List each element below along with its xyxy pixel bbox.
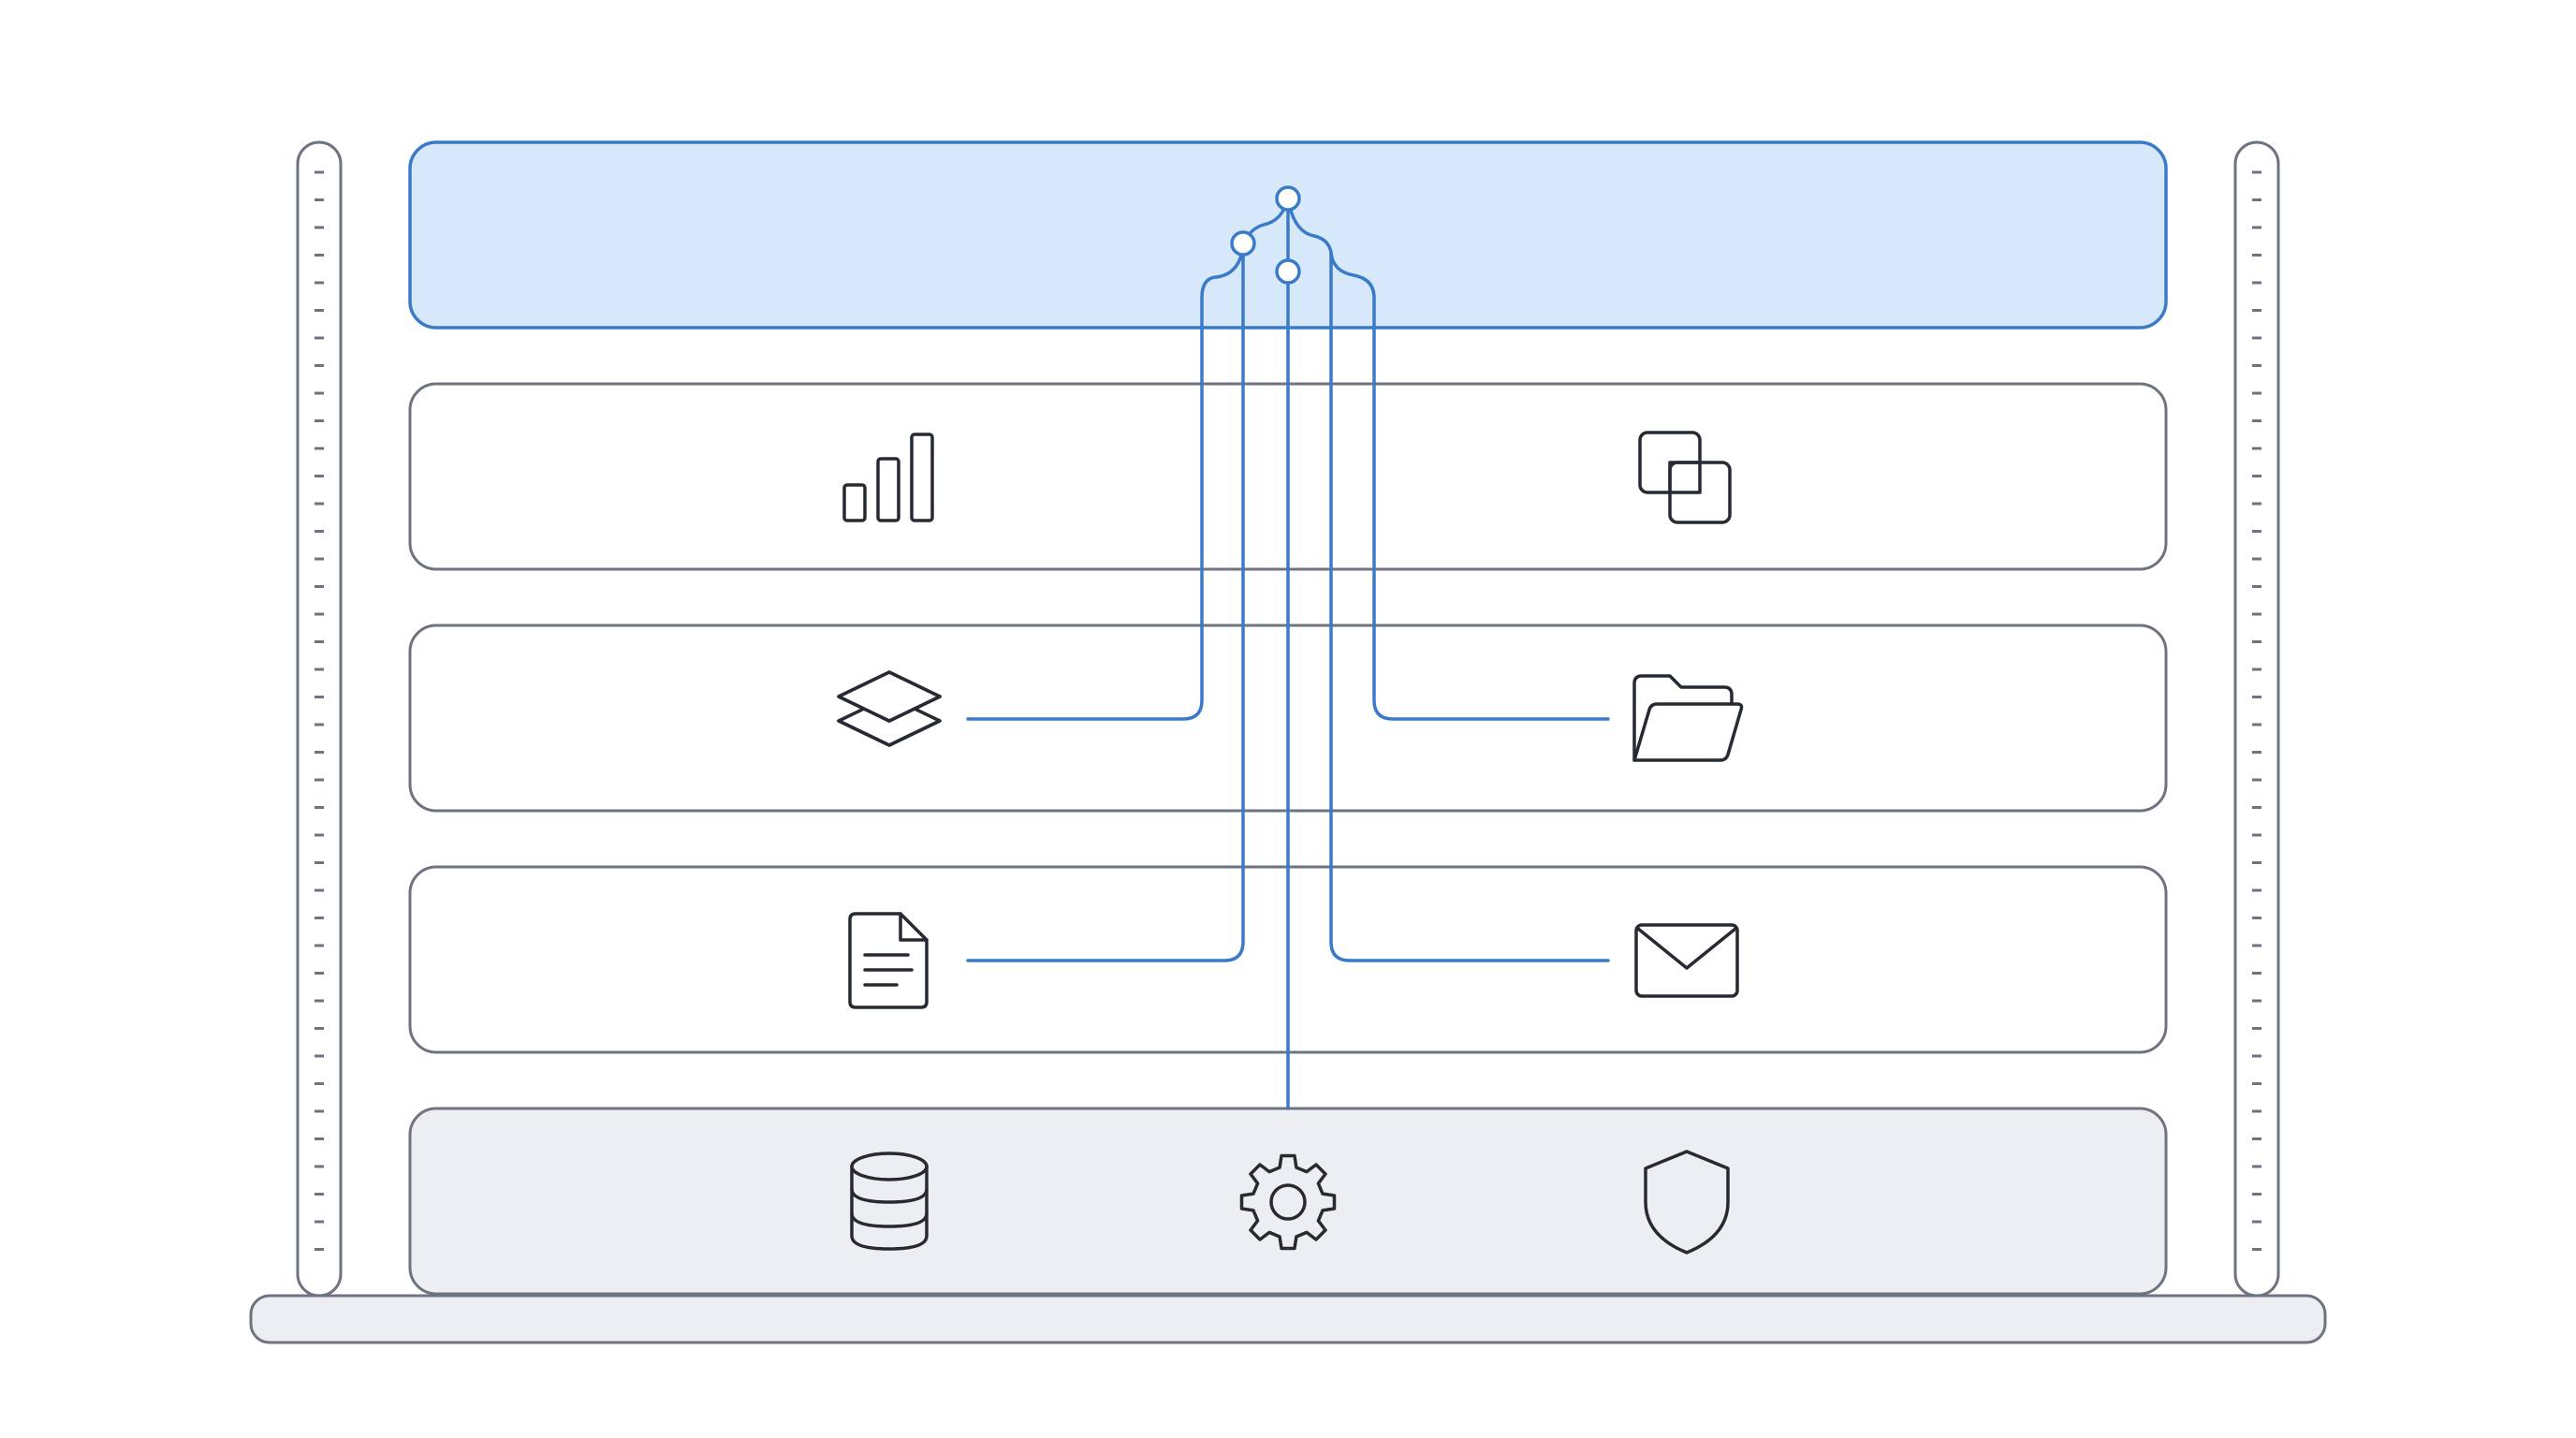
connector-lines	[966, 197, 1610, 1110]
connector-folder	[1329, 251, 1610, 721]
layers-stack-icon	[837, 670, 942, 747]
top-nodes	[1230, 185, 1301, 285]
shield-icon	[1644, 1150, 1730, 1255]
base-plate	[249, 1294, 2327, 1344]
left-rail	[296, 140, 343, 1298]
gear-teeth	[1239, 1153, 1337, 1251]
database-icon	[850, 1152, 929, 1251]
connector-envelope	[1329, 251, 1610, 962]
overlapping-squares-icon	[1638, 431, 1732, 524]
connector-document	[966, 242, 1245, 962]
node-link-top-right	[1286, 197, 1333, 255]
connector-layers-stack	[966, 242, 1245, 721]
document-icon	[848, 912, 929, 1009]
node-left	[1230, 230, 1256, 257]
gear-icon	[1239, 1153, 1337, 1251]
envelope-icon	[1634, 923, 1739, 998]
right-rail	[2233, 140, 2280, 1298]
node-root	[1275, 185, 1301, 212]
base-layer	[408, 1107, 2168, 1296]
bar-chart-icon	[842, 433, 934, 522]
right-rail-ticks	[2252, 170, 2261, 1251]
left-rail-ticks	[315, 170, 324, 1251]
open-folder-icon	[1632, 674, 1744, 762]
node-center	[1275, 258, 1301, 285]
